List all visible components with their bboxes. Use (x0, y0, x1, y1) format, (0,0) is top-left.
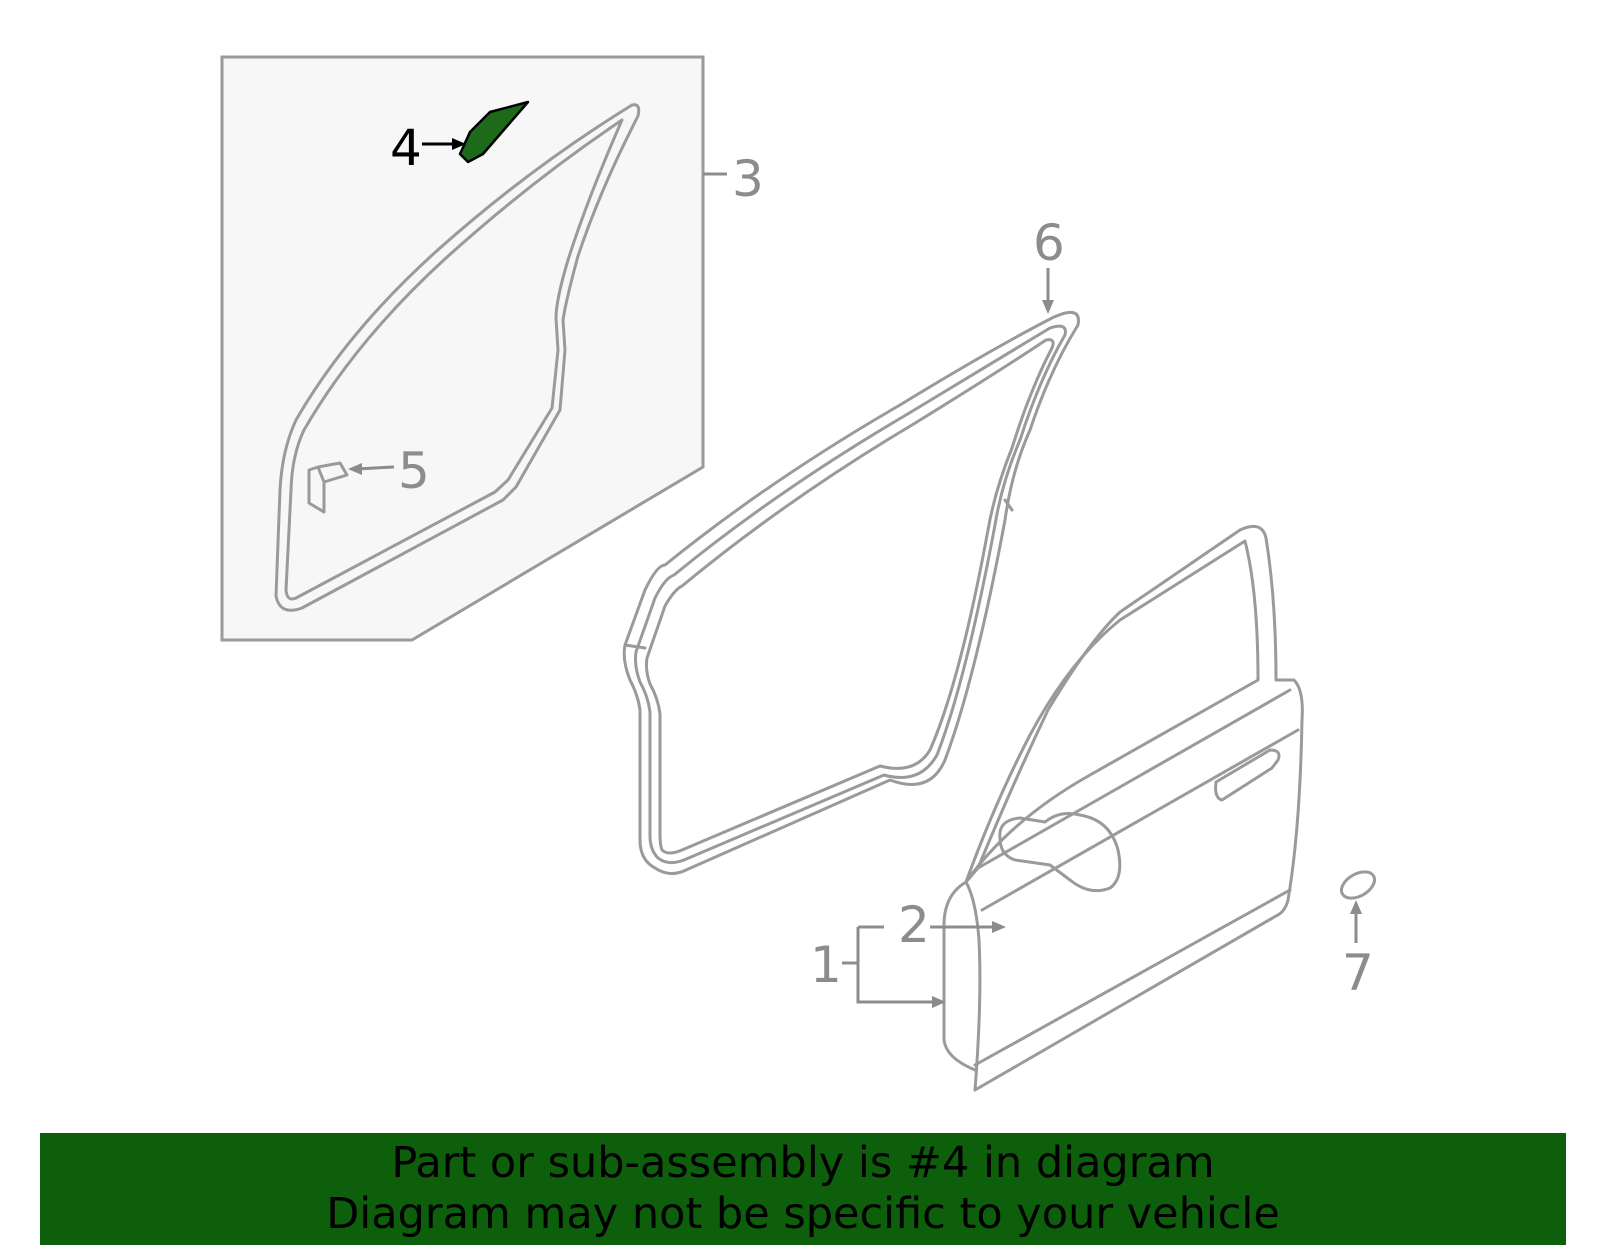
parts-diagram: 1 2 3 4 5 6 7 (220, 55, 1377, 1092)
inset-box (220, 55, 705, 642)
callout-4[interactable]: 4 (390, 119, 422, 177)
arrow-2 (992, 921, 1006, 933)
door-lower-line (973, 888, 1292, 1067)
banner-line-1: Part or sub-assembly is #4 in diagram (391, 1138, 1215, 1188)
callout-3[interactable]: 3 (732, 150, 764, 208)
window-seal-outer (274, 103, 641, 612)
info-banner: Part or sub-assembly is #4 in diagram Di… (40, 1133, 1566, 1245)
highlighted-part-4 (458, 100, 530, 164)
callout-labels: 1 2 3 4 5 6 7 (390, 119, 1374, 1002)
callout-1[interactable]: 1 (810, 936, 842, 994)
door-handle (1214, 748, 1281, 802)
banner-line-2: Diagram may not be specific to your vehi… (326, 1189, 1280, 1239)
clip-part-5 (307, 461, 349, 514)
arrow-1 (932, 996, 946, 1008)
door-hinge-face (942, 880, 977, 1072)
leader-lines (348, 138, 1362, 1008)
leader-1 (842, 925, 938, 1004)
side-mirror (998, 812, 1122, 893)
front-door (942, 524, 1304, 1092)
callout-7[interactable]: 7 (1342, 944, 1374, 1002)
callout-6[interactable]: 6 (1033, 214, 1065, 272)
arrow-7 (1350, 900, 1362, 914)
arrow-6 (1042, 300, 1054, 314)
weatherstrip-inner (644, 338, 1055, 855)
callout-2[interactable]: 2 (898, 896, 930, 954)
arrow-5 (348, 463, 362, 475)
weatherstrip-mid (634, 324, 1067, 865)
door-window-frame-inner (964, 539, 1260, 884)
door-outer-edge (964, 524, 1304, 1092)
inset-panel (220, 55, 705, 642)
weatherstrip-outer (622, 310, 1080, 875)
window-seal-inner (284, 118, 624, 601)
weatherstrip-edge (623, 498, 1014, 650)
grommet-part-7 (1339, 870, 1377, 900)
door-opening-weatherstrip (622, 310, 1080, 875)
leader-5 (355, 465, 395, 471)
door-belt-line (976, 688, 1300, 912)
arrow-4 (452, 138, 466, 150)
callout-5[interactable]: 5 (398, 442, 430, 500)
